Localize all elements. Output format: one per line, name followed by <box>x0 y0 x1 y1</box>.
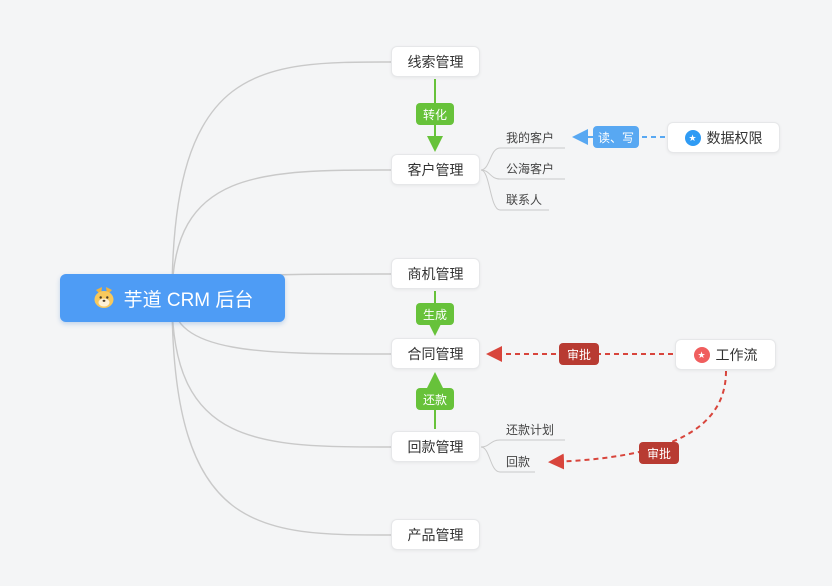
node-workflow[interactable]: ★ 工作流 <box>675 339 776 370</box>
root-node-crm[interactable]: 芋道 CRM 后台 <box>60 274 285 322</box>
subnode-my-customer[interactable]: 我的客户 <box>506 131 555 145</box>
edge-label-approve-receipt: 审批 <box>639 442 679 464</box>
node-business-management[interactable]: 商机管理 <box>391 258 480 289</box>
node-contract-management[interactable]: 合同管理 <box>391 338 480 369</box>
dog-mascot-icon <box>92 286 116 310</box>
branch-repay-plan <box>480 439 565 448</box>
node-lead-management[interactable]: 线索管理 <box>391 46 480 77</box>
node-receivable-management[interactable]: 回款管理 <box>391 431 480 462</box>
branch-lead <box>171 61 392 299</box>
node-label: 产品管理 <box>407 526 464 543</box>
branch-contact <box>480 169 549 211</box>
branch-customer <box>171 169 392 299</box>
edge-label-convert: 转化 <box>416 103 454 125</box>
branch-receipt <box>480 446 535 473</box>
subnode-public-customer[interactable]: 公海客户 <box>506 162 555 176</box>
subnode-repay-plan[interactable]: 还款计划 <box>506 423 555 437</box>
star-circle-blue-icon: ★ <box>684 129 701 146</box>
star-glyph: ★ <box>688 132 697 143</box>
node-product-management[interactable]: 产品管理 <box>391 519 480 550</box>
edge-approve-receipt <box>548 370 727 470</box>
node-label: 商机管理 <box>407 265 464 282</box>
branch-my-customer <box>480 147 565 171</box>
node-label: 线索管理 <box>407 53 464 70</box>
edge-label-read-write: 读、写 <box>593 126 639 148</box>
node-customer-management[interactable]: 客户管理 <box>391 154 480 185</box>
node-data-permission[interactable]: ★ 数据权限 <box>667 122 780 153</box>
subnode-contact[interactable]: 联系人 <box>506 193 543 207</box>
node-label: 合同管理 <box>407 345 464 362</box>
edge-label-generate: 生成 <box>416 303 454 325</box>
node-label: 工作流 <box>715 346 758 363</box>
star-glyph: ★ <box>697 349 706 360</box>
node-label: 客户管理 <box>407 161 464 178</box>
edge-label-approve-contract: 审批 <box>559 343 599 365</box>
star-circle-red-icon: ★ <box>693 346 710 363</box>
root-node-label: 芋道 CRM 后台 <box>123 289 254 311</box>
subnode-receipt[interactable]: 回款 <box>506 455 531 469</box>
branch-public-customer <box>480 169 565 180</box>
branch-product <box>171 297 392 536</box>
edge-label-repay: 还款 <box>416 388 454 410</box>
node-label: 回款管理 <box>407 438 464 455</box>
branch-receivable <box>171 297 392 448</box>
node-label: 数据权限 <box>706 129 763 146</box>
